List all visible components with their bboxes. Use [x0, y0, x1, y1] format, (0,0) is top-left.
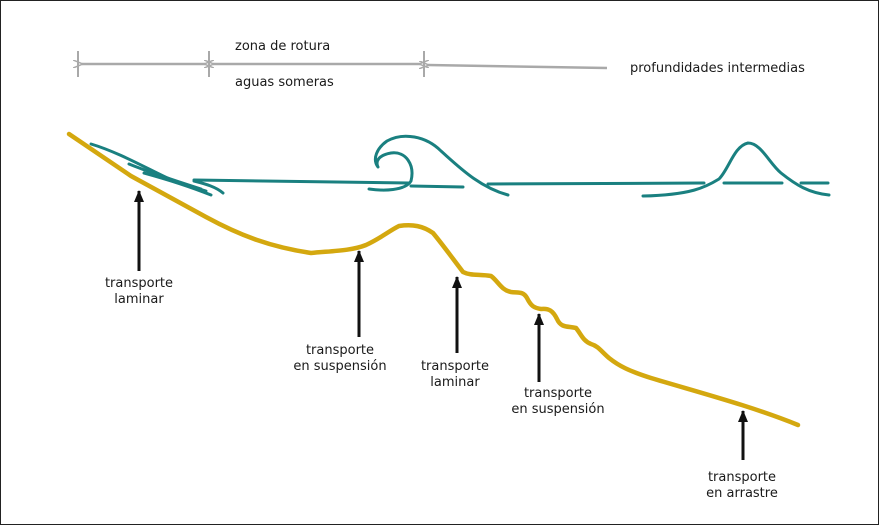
- swash-wave-2: [127, 162, 203, 191]
- wave-crest-deep: [641, 141, 831, 198]
- zone-label-surf: zona de rotura: [235, 39, 331, 54]
- water-surface: [89, 134, 831, 198]
- label-suspension-transport-1: transporte en suspensión: [293, 343, 386, 375]
- label-line: en suspensión: [293, 359, 387, 374]
- label-bedload-transport: transporte en arrastre: [706, 470, 778, 502]
- zone-label-shallow: aguas someras: [235, 75, 334, 90]
- swash-wave-3: [142, 171, 213, 197]
- still-water-line-2: [409, 184, 465, 189]
- label-line: laminar: [114, 292, 164, 307]
- still-water-line-1: [192, 178, 411, 185]
- label-line: en suspensión: [511, 402, 605, 417]
- label-sheet-transport-1: transporte laminar: [105, 276, 173, 308]
- zone-arrow-intermediate: [428, 65, 608, 70]
- label-line: transporte: [305, 343, 375, 358]
- label-sheet-transport-2: transporte laminar: [421, 359, 489, 391]
- swash-wave-4: [192, 179, 225, 195]
- zone-label-intermediate: profundidades intermedias: [630, 61, 805, 76]
- still-water-line-3: [486, 181, 706, 186]
- label-line: transporte: [420, 359, 490, 374]
- label-line: transporte: [707, 470, 777, 485]
- zone-arrows: [82, 64, 608, 70]
- plunging-breaker: [367, 134, 510, 197]
- label-line: en arrastre: [706, 486, 778, 501]
- label-line: transporte: [523, 386, 593, 401]
- label-line: transporte: [104, 276, 174, 291]
- seabed-profile: [66, 131, 801, 428]
- transport-arrows: [134, 190, 748, 460]
- label-suspension-transport-2: transporte en suspensión: [511, 386, 604, 418]
- label-line: laminar: [430, 375, 480, 390]
